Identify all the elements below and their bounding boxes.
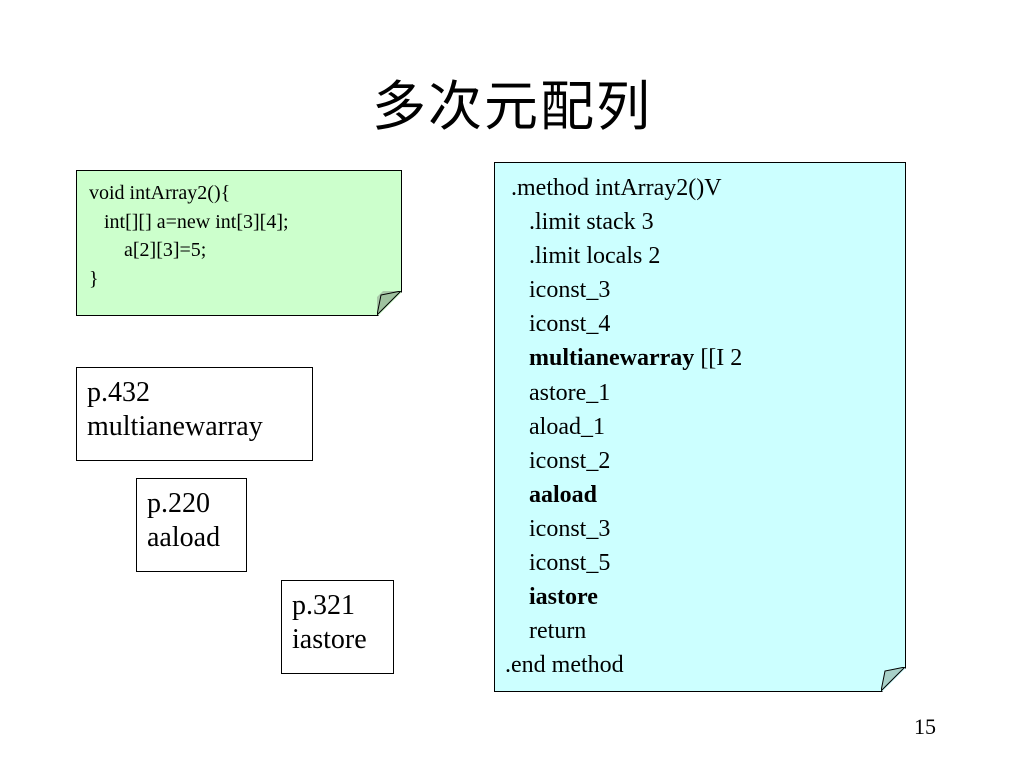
bytecode-text: astore_1 <box>529 379 611 406</box>
reference-page: p.432 <box>87 377 150 408</box>
bytecode-line: iconst_3 <box>505 273 905 307</box>
bytecode-text: aload_1 <box>529 413 605 440</box>
reference-box-multianewarray: p.432 multianewarray <box>76 367 313 461</box>
bytecode-line: aaload <box>505 478 905 512</box>
bytecode-line: iastore <box>505 580 905 614</box>
bytecode-line: iconst_4 <box>505 307 905 341</box>
bytecode-line: .limit stack 3 <box>505 205 905 239</box>
bytecode-instruction-bold: multianewarray <box>529 345 695 372</box>
bytecode-text: iconst_3 <box>529 277 611 304</box>
bytecode-text: iconst_3 <box>529 515 611 542</box>
reference-instruction: multianewarray <box>87 411 263 442</box>
page-number: 15 <box>914 714 936 739</box>
bytecode-text: return <box>529 618 587 645</box>
bytecode-line: multianewarray [[I 2 <box>505 341 905 375</box>
bytecode-note: .method intArray2()V .limit stack 3 .lim… <box>494 162 906 692</box>
bytecode-text: iconst_5 <box>529 550 611 577</box>
bytecode-line: astore_1 <box>505 376 905 410</box>
bytecode-instruction-bold: aaload <box>529 481 598 508</box>
bytecode-line: aload_1 <box>505 410 905 444</box>
reference-page: p.220 <box>147 488 210 519</box>
bytecode-text: [[I 2 <box>694 345 743 372</box>
bytecode-line: iconst_5 <box>505 546 905 580</box>
bytecode-instruction-bold: iastore <box>529 584 598 611</box>
bytecode-text: .limit locals 2 <box>529 243 661 270</box>
code-line: a[2][3]=5; <box>89 239 207 261</box>
bytecode-line: .end method <box>505 648 905 682</box>
slide-title: 多次元配列 <box>372 75 652 138</box>
bytecode-line: .limit locals 2 <box>505 239 905 273</box>
bytecode-text: .method intArray2()V <box>511 175 722 201</box>
code-line: void intArray2(){ <box>89 182 231 204</box>
reference-instruction: iastore <box>292 624 367 655</box>
bytecode-text: iconst_4 <box>529 311 611 338</box>
bytecode-line: iconst_2 <box>505 444 905 478</box>
reference-box-iastore: p.321 iastore <box>281 580 394 674</box>
java-code-note: void intArray2(){ int[][] a=new int[3][4… <box>76 170 402 316</box>
bytecode-text: .limit stack 3 <box>529 209 654 236</box>
reference-instruction: aaload <box>147 522 221 553</box>
bytecode-line: return <box>505 614 905 648</box>
bytecode-line: .method intArray2()V <box>505 171 905 205</box>
code-line: } <box>89 267 99 290</box>
bytecode-text: iconst_2 <box>529 447 611 474</box>
reference-box-aaload: p.220 aaload <box>136 478 247 572</box>
folded-corner-icon <box>377 291 401 315</box>
code-line: int[][] a=new int[3][4]; <box>89 210 289 233</box>
folded-corner-icon <box>881 667 905 691</box>
bytecode-line: iconst_3 <box>505 512 905 546</box>
bytecode-text: .end method <box>505 652 624 679</box>
reference-page: p.321 <box>292 590 355 621</box>
